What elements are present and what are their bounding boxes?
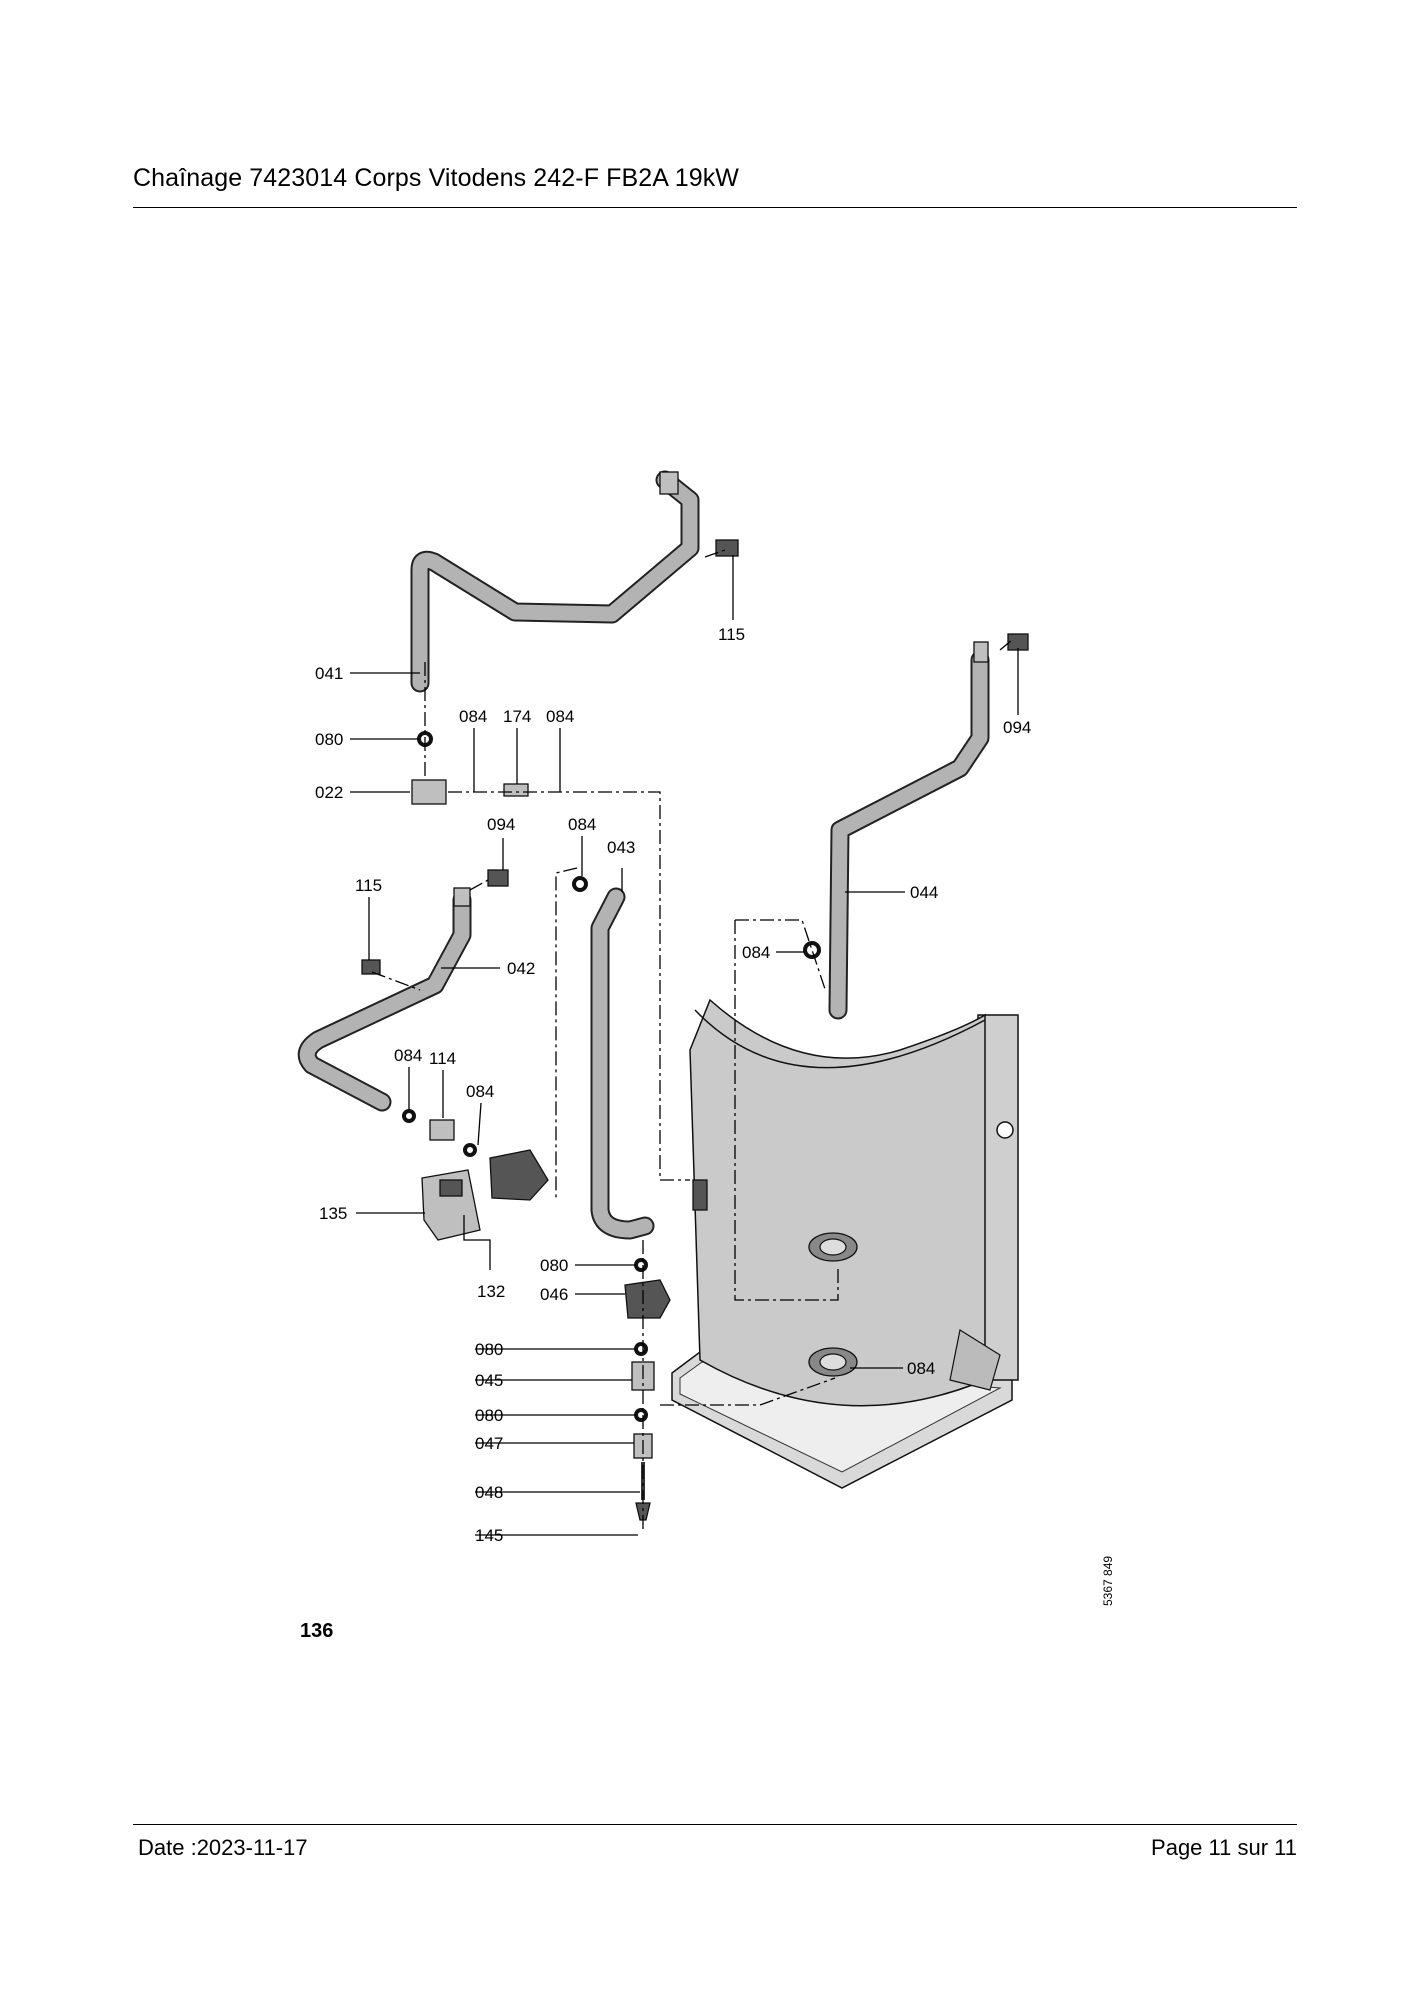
label-041: 041 [315,664,343,683]
gasket-084-tank [803,941,821,959]
label-043: 043 [607,838,635,857]
label-174: 174 [503,707,531,726]
label-084: 084 [546,707,574,726]
tank-connector-left [692,1179,708,1211]
label-084: 084 [568,815,596,834]
leader-lines [350,555,1019,1536]
header-rule [133,207,1297,208]
pipe-041-end-fitting [659,471,679,495]
label-080: 080 [475,1406,503,1425]
label-080: 080 [315,730,343,749]
boiler-tank [671,998,1019,1489]
label-047: 047 [475,1434,503,1453]
label-135: 135 [319,1204,347,1223]
gasket-080-c [634,1408,648,1422]
assembly-lines [371,549,1013,1530]
label-084: 084 [459,707,487,726]
label-115: 115 [718,625,745,644]
label-080: 080 [540,1256,568,1275]
label-045: 045 [475,1371,503,1390]
pump-housing-132 [489,1149,549,1201]
fitting-046 [624,1279,671,1319]
figure-number: 136 [300,1620,333,1642]
clip-115-top [715,539,739,557]
footer-page-number: Page 11 sur 11 [1151,1835,1297,1860]
gasket-084-left [402,1109,416,1123]
nipple-114 [429,1119,455,1141]
clip-094-left [487,869,509,887]
page-title: Chaînage 7423014 Corps Vitodens 242-F FB… [133,164,740,192]
pipe-042-end-fitting [453,887,471,907]
label-145: 145 [475,1526,503,1545]
label-084: 084 [742,943,770,962]
label-114: 114 [429,1049,456,1068]
gasket-084-043 [572,876,588,892]
label-022: 022 [315,783,343,802]
label-084: 084 [394,1046,422,1065]
label-084: 084 [907,1359,935,1378]
gasket-080-a [634,1258,648,1272]
gasket-084-pump [463,1143,477,1157]
drawing-number: 5367 849 [1101,1556,1115,1606]
label-044: 044 [910,883,938,902]
label-046: 046 [540,1285,568,1304]
pipe-044 [828,650,990,1020]
clip-115-left [361,959,381,975]
label-094: 094 [487,815,515,834]
valve-022 [411,779,447,805]
gasket-080-b [634,1342,648,1356]
clip-094-right [1007,633,1029,651]
part-145 [635,1502,651,1521]
plug-174 [503,783,529,797]
label-080: 080 [475,1340,503,1359]
footer-date: Date :2023-11-17 [138,1835,308,1860]
label-084: 084 [466,1082,494,1101]
label-132: 132 [477,1282,505,1301]
label-094: 094 [1003,718,1031,737]
footer-rule [133,1824,1297,1825]
label-115: 115 [355,876,382,895]
label-042: 042 [507,959,535,978]
pipe-044-end-fitting [973,641,989,663]
label-048: 048 [475,1483,503,1502]
